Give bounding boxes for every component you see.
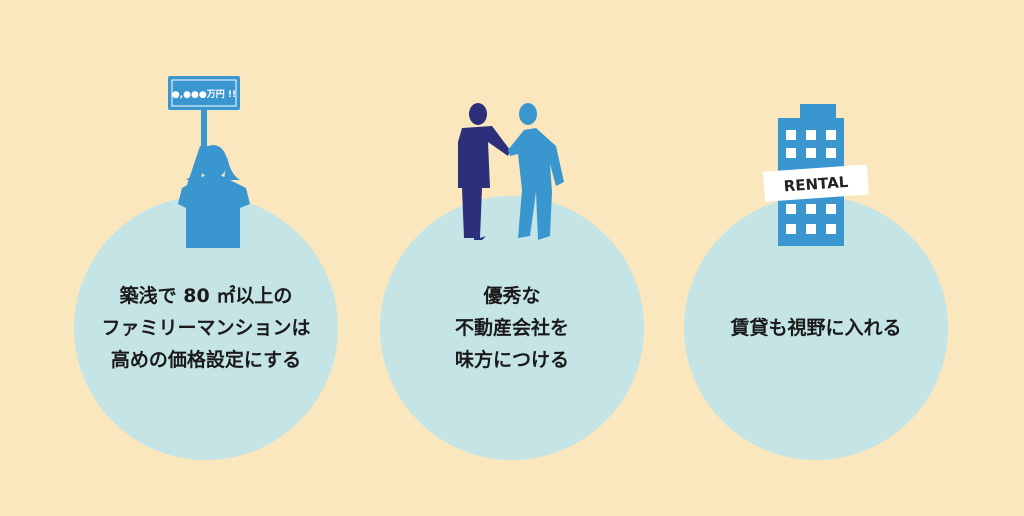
panel-3-text: 賃貸も視野に入れる: [730, 315, 901, 341]
panel-2-line-3: 味方につける: [454, 349, 569, 371]
building-icon: RENTAL: [763, 104, 869, 246]
person-holding-sign-icon: ●,●●●万円 !!: [168, 76, 250, 248]
panel-1-line-3: 高めの価格設定にする: [110, 349, 302, 371]
rental-label: RENTAL: [783, 173, 849, 195]
panel-2-text: 優秀な 不動産会社を 味方につける: [455, 283, 569, 373]
panel-2-circle: 優秀な 不動産会社を 味方につける: [380, 196, 644, 460]
panel-1-text: 築浅で 80 ㎡以上の ファミリーマンションは 高めの価格設定にする: [101, 283, 310, 373]
panel-2-line-1: 優秀な: [483, 285, 541, 307]
panel-3-line-1: 賃貸も視野に入れる: [730, 317, 902, 339]
handshake-icon: [458, 103, 564, 240]
sign-price-text: ●,●●●万円 !!: [172, 89, 236, 100]
panel-1-line-2: ファミリーマンションは: [101, 317, 311, 339]
panel-2-line-2: 不動産会社を: [454, 317, 569, 339]
panel-1-line-1: 築浅で 80 ㎡以上の: [119, 285, 293, 307]
panel-3-circle: 賃貸も視野に入れる: [684, 196, 948, 460]
